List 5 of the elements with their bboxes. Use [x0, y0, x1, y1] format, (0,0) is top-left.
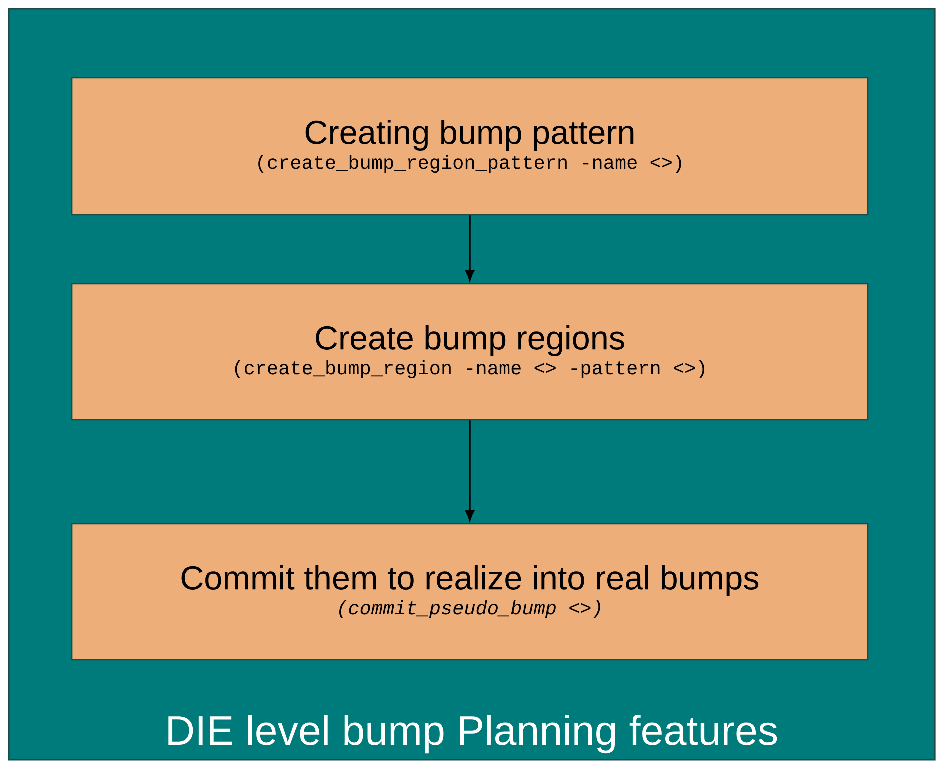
process-box: Create bump regions (create_bump_region -name <> -pattern <>)	[71, 283, 869, 421]
process-box: Commit them to realize into real bumps (commit_pseudo_bump <>)	[71, 523, 869, 661]
arrow	[465, 420, 475, 521]
process-box: Creating bump pattern (create_bump_region_pattern -name <>)	[71, 77, 869, 216]
arrow	[465, 216, 475, 281]
